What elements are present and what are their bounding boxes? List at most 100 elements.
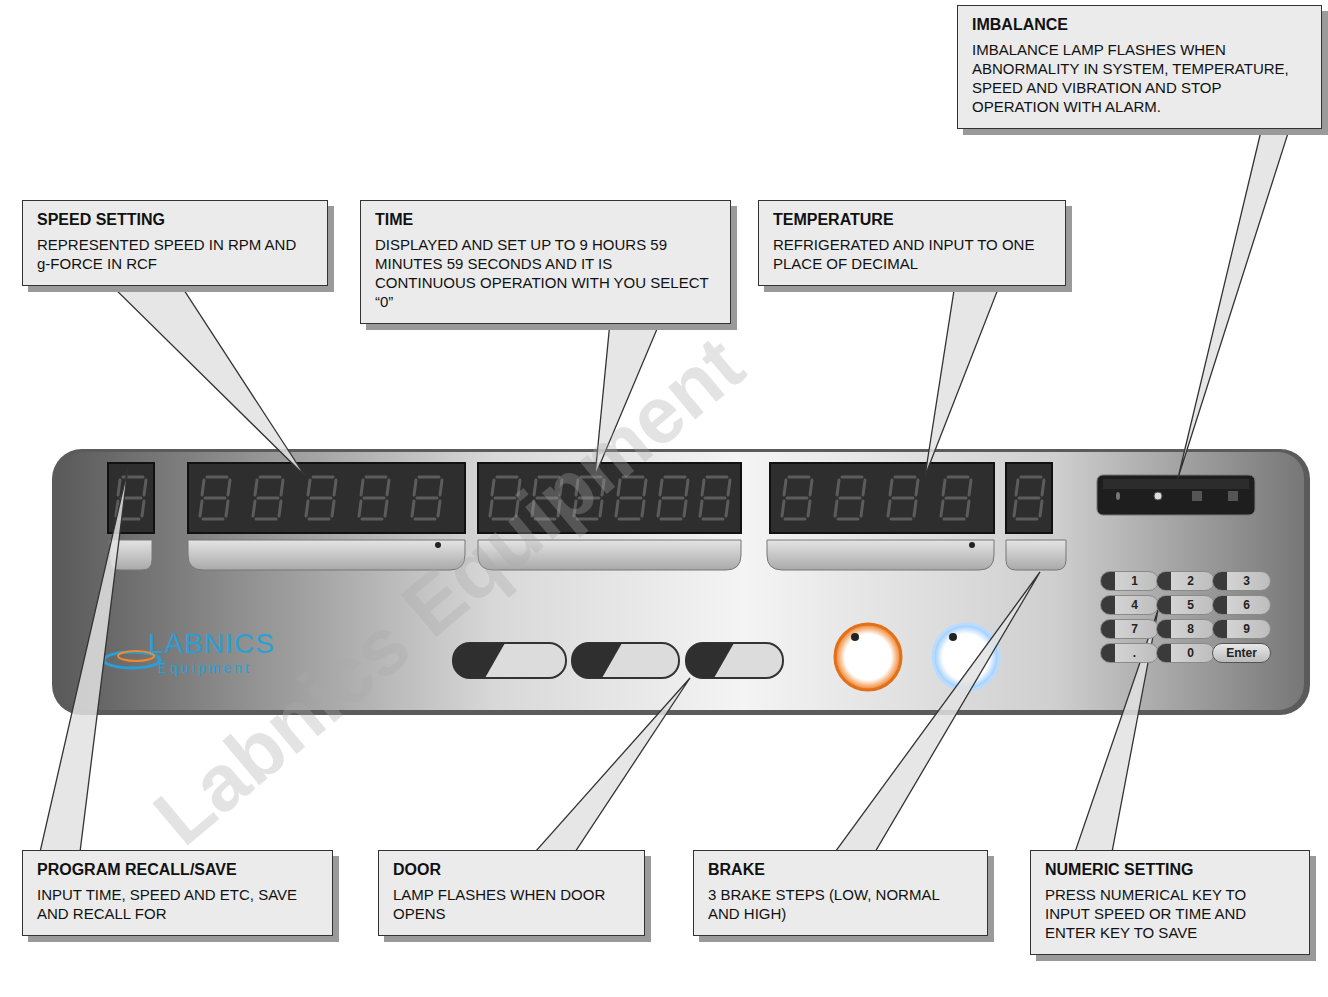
display-segment xyxy=(226,501,228,516)
display-segment xyxy=(364,497,384,500)
display-segment xyxy=(202,480,204,495)
callout-heading: NUMERIC SETTING xyxy=(1045,861,1295,879)
leader-line xyxy=(925,284,1000,476)
display-segment xyxy=(789,476,809,479)
display-segment xyxy=(203,518,223,521)
display-segment xyxy=(967,501,969,516)
leader-line xyxy=(110,284,305,476)
callout-text: INPUT TIME, SPEED AND ETC, SAVE AND RECA… xyxy=(37,885,318,923)
display-segment xyxy=(663,497,683,500)
display-segment xyxy=(943,480,945,495)
display-segment xyxy=(895,476,915,479)
display-segment xyxy=(412,501,414,516)
key-label: 9 xyxy=(1213,620,1270,638)
callout-box: NUMERIC SETTING PRESS NUMERICAL KEY TO IN… xyxy=(1030,850,1310,955)
display-segment xyxy=(891,518,911,521)
display-segment xyxy=(1014,501,1016,516)
display-segment xyxy=(200,501,202,516)
display-segment xyxy=(893,497,913,500)
display-segment xyxy=(916,480,918,495)
key-label: Enter xyxy=(1213,644,1270,662)
callout-box: IMBALANCEIMBALANCE LAMP FLASHES WHEN ABN… xyxy=(957,5,1322,129)
keypad-key: Enter xyxy=(1212,643,1271,663)
display-segment xyxy=(861,501,863,516)
leader-line xyxy=(40,468,128,852)
callout-box: DOORLAMP FLASHES WHEN DOOR OPENS xyxy=(378,850,645,936)
display-segment xyxy=(205,497,225,500)
display-segment xyxy=(619,518,639,521)
display-segment xyxy=(308,480,310,495)
key-label: 8 xyxy=(1157,620,1214,638)
display-segment xyxy=(313,476,333,479)
callout-heading: DOOR xyxy=(393,861,630,879)
display-segment xyxy=(863,480,865,495)
callout-box: SPEED SETTING REPRESENTED SPEED IN RPM AN… xyxy=(22,200,328,286)
display-segment xyxy=(255,480,257,495)
display-segment xyxy=(253,501,255,516)
display-segment xyxy=(888,501,890,516)
display-segment xyxy=(642,501,644,516)
display-segment xyxy=(256,518,276,521)
display-segment xyxy=(309,518,329,521)
display-segment xyxy=(334,480,336,495)
callout-heading: SPEED SETTING xyxy=(37,211,313,229)
callout-box: PROGRAM RECALL/SAVE INPUT TIME, SPEED AND… xyxy=(22,850,333,936)
display-segment xyxy=(944,518,964,521)
leader-line xyxy=(1178,127,1290,478)
display-segment xyxy=(1021,476,1041,479)
display-segment xyxy=(415,518,435,521)
callout-heading: BRAKE xyxy=(708,861,973,879)
display-segment xyxy=(260,476,280,479)
display-segment xyxy=(281,480,283,495)
keypad-key: 9 xyxy=(1212,619,1271,639)
key-label: 1 xyxy=(1101,572,1158,590)
keypad-key: 3 xyxy=(1212,571,1271,591)
display-segment xyxy=(782,501,784,516)
display-segment xyxy=(707,476,727,479)
leader-line xyxy=(1075,610,1158,852)
keypad-key: 6 xyxy=(1212,595,1271,615)
keypad-key: . xyxy=(1100,643,1159,663)
display-segment xyxy=(658,501,660,516)
display-segment xyxy=(705,497,725,500)
display-segment xyxy=(359,501,361,516)
display-segment xyxy=(279,501,281,516)
key-label: 5 xyxy=(1157,596,1214,614)
display-segment xyxy=(228,480,230,495)
key-label: . xyxy=(1101,644,1158,662)
callout-heading: TEMPERATURE xyxy=(773,211,1051,229)
callout-text: DISPLAYED AND SET UP TO 9 HOURS 59 MINUT… xyxy=(375,235,716,311)
display-segment xyxy=(311,497,331,500)
callout-box: TIME DISPLAYED AND SET UP TO 9 HOURS 59 M… xyxy=(360,200,731,324)
display-segment xyxy=(890,480,892,495)
display-segment xyxy=(785,518,805,521)
display-segment xyxy=(118,480,120,495)
display-segment xyxy=(306,501,308,516)
callout-text: REPRESENTED SPEED IN RPM AND g-FORCE IN … xyxy=(37,235,313,273)
display-segment xyxy=(665,476,685,479)
callout-heading: TIME xyxy=(375,211,716,229)
callout-heading: PROGRAM RECALL/SAVE xyxy=(37,861,318,879)
display-segment xyxy=(728,480,730,495)
keypad-key: 7 xyxy=(1100,619,1159,639)
display-segment xyxy=(1042,480,1044,495)
display-segment xyxy=(700,501,702,516)
display-segment xyxy=(684,501,686,516)
key-label: 0 xyxy=(1157,644,1214,662)
display-segment xyxy=(366,476,386,479)
display-segment xyxy=(686,480,688,495)
display-segment xyxy=(969,480,971,495)
display-segment xyxy=(661,518,681,521)
display-segment xyxy=(385,501,387,516)
display-segment xyxy=(417,497,437,500)
display-segment xyxy=(419,476,439,479)
display-segment xyxy=(726,501,728,516)
display-segment xyxy=(1016,480,1018,495)
callout-text: PRESS NUMERICAL KEY TO INPUT SPEED OR TI… xyxy=(1045,885,1295,942)
display-segment xyxy=(207,476,227,479)
callout-text: IMBALANCE LAMP FLASHES WHEN ABNORMALITY … xyxy=(972,40,1307,116)
display-segment xyxy=(387,480,389,495)
key-label: 3 xyxy=(1213,572,1270,590)
display-segment xyxy=(1040,501,1042,516)
display-segment xyxy=(440,480,442,495)
